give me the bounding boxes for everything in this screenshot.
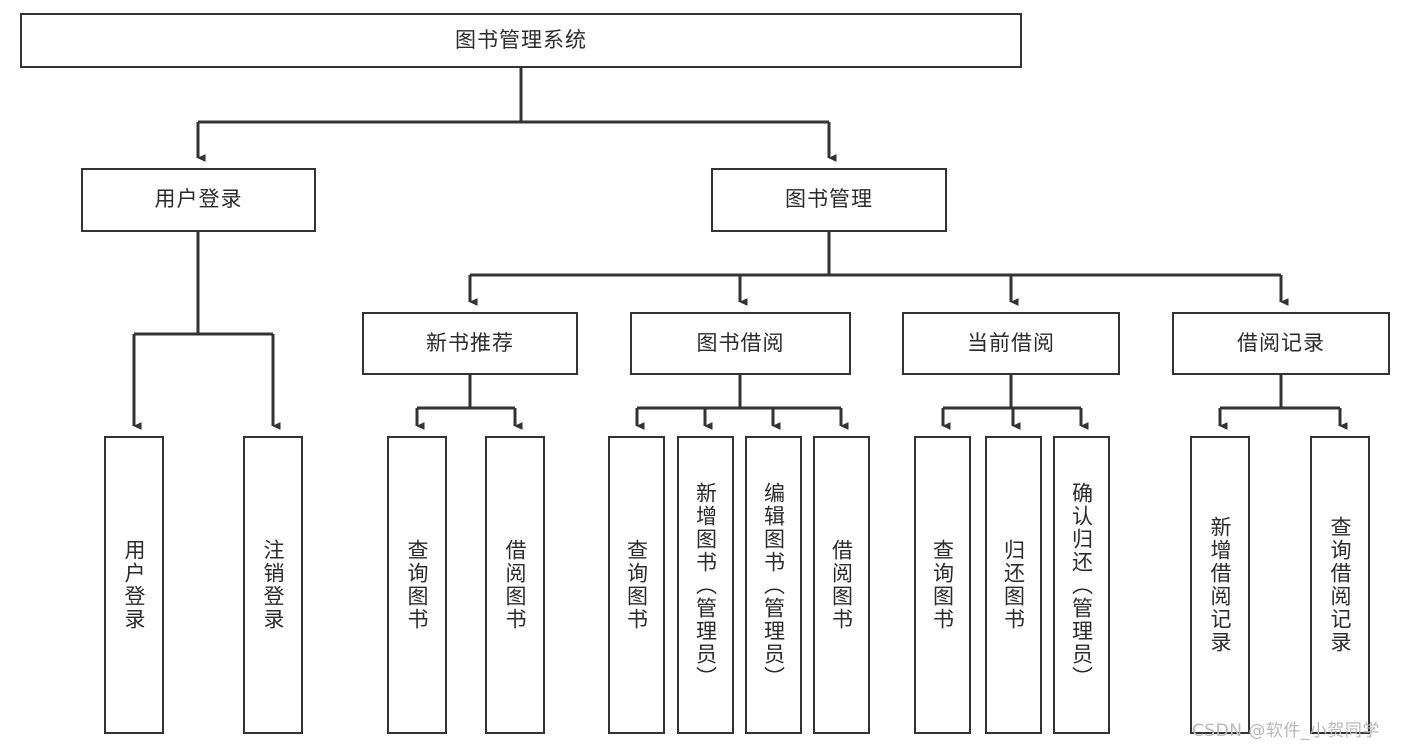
leaf-label: 编辑图书（管理员）	[761, 481, 786, 689]
leaf-query-book-current[interactable]: 查询图书	[914, 436, 971, 734]
leaf-label: 查询图书	[405, 539, 430, 631]
leaf-label: 用户登录	[122, 539, 147, 631]
leaf-label: 新增借阅记录	[1208, 516, 1233, 654]
leaf-add-borrow-record[interactable]: 新增借阅记录	[1190, 436, 1250, 734]
leaf-query-book-recommend[interactable]: 查询图书	[387, 436, 447, 734]
leaf-label: 注销登录	[261, 539, 286, 631]
node-new-book-recommend[interactable]: 新书推荐	[362, 312, 578, 375]
leaf-label: 查询图书	[930, 539, 955, 631]
leaf-label: 借阅图书	[503, 539, 528, 631]
leaf-label: 归还图书	[1001, 539, 1026, 631]
leaf-label: 确认归还（管理员）	[1069, 481, 1094, 689]
leaf-edit-book-admin[interactable]: 编辑图书（管理员）	[745, 436, 802, 734]
leaf-label: 借阅图书	[829, 539, 854, 631]
leaf-borrow-book-recommend[interactable]: 借阅图书	[485, 436, 545, 734]
node-borrow-record[interactable]: 借阅记录	[1172, 312, 1390, 375]
node-book-borrow[interactable]: 图书借阅	[630, 312, 851, 375]
leaf-query-borrow-record[interactable]: 查询借阅记录	[1310, 436, 1370, 734]
leaf-return-book[interactable]: 归还图书	[985, 436, 1042, 734]
leaf-label: 新增图书（管理员）	[693, 481, 718, 689]
leaf-logout[interactable]: 注销登录	[243, 436, 303, 734]
leaf-query-book-borrow[interactable]: 查询图书	[608, 436, 665, 734]
leaf-borrow-book[interactable]: 借阅图书	[813, 436, 870, 734]
csdn-watermark: CSDN @软件_小贺同学	[1192, 721, 1380, 741]
leaf-add-book-admin[interactable]: 新增图书（管理员）	[677, 436, 734, 734]
leaf-confirm-return-admin[interactable]: 确认归还（管理员）	[1053, 436, 1110, 734]
leaf-user-login[interactable]: 用户登录	[104, 436, 164, 734]
node-user-login[interactable]: 用户登录	[81, 168, 316, 232]
node-current-borrow[interactable]: 当前借阅	[902, 312, 1120, 375]
leaf-label: 查询图书	[624, 539, 649, 631]
node-root-system[interactable]: 图书管理系统	[20, 13, 1022, 68]
leaf-label: 查询借阅记录	[1328, 516, 1353, 654]
node-book-management[interactable]: 图书管理	[711, 168, 947, 232]
